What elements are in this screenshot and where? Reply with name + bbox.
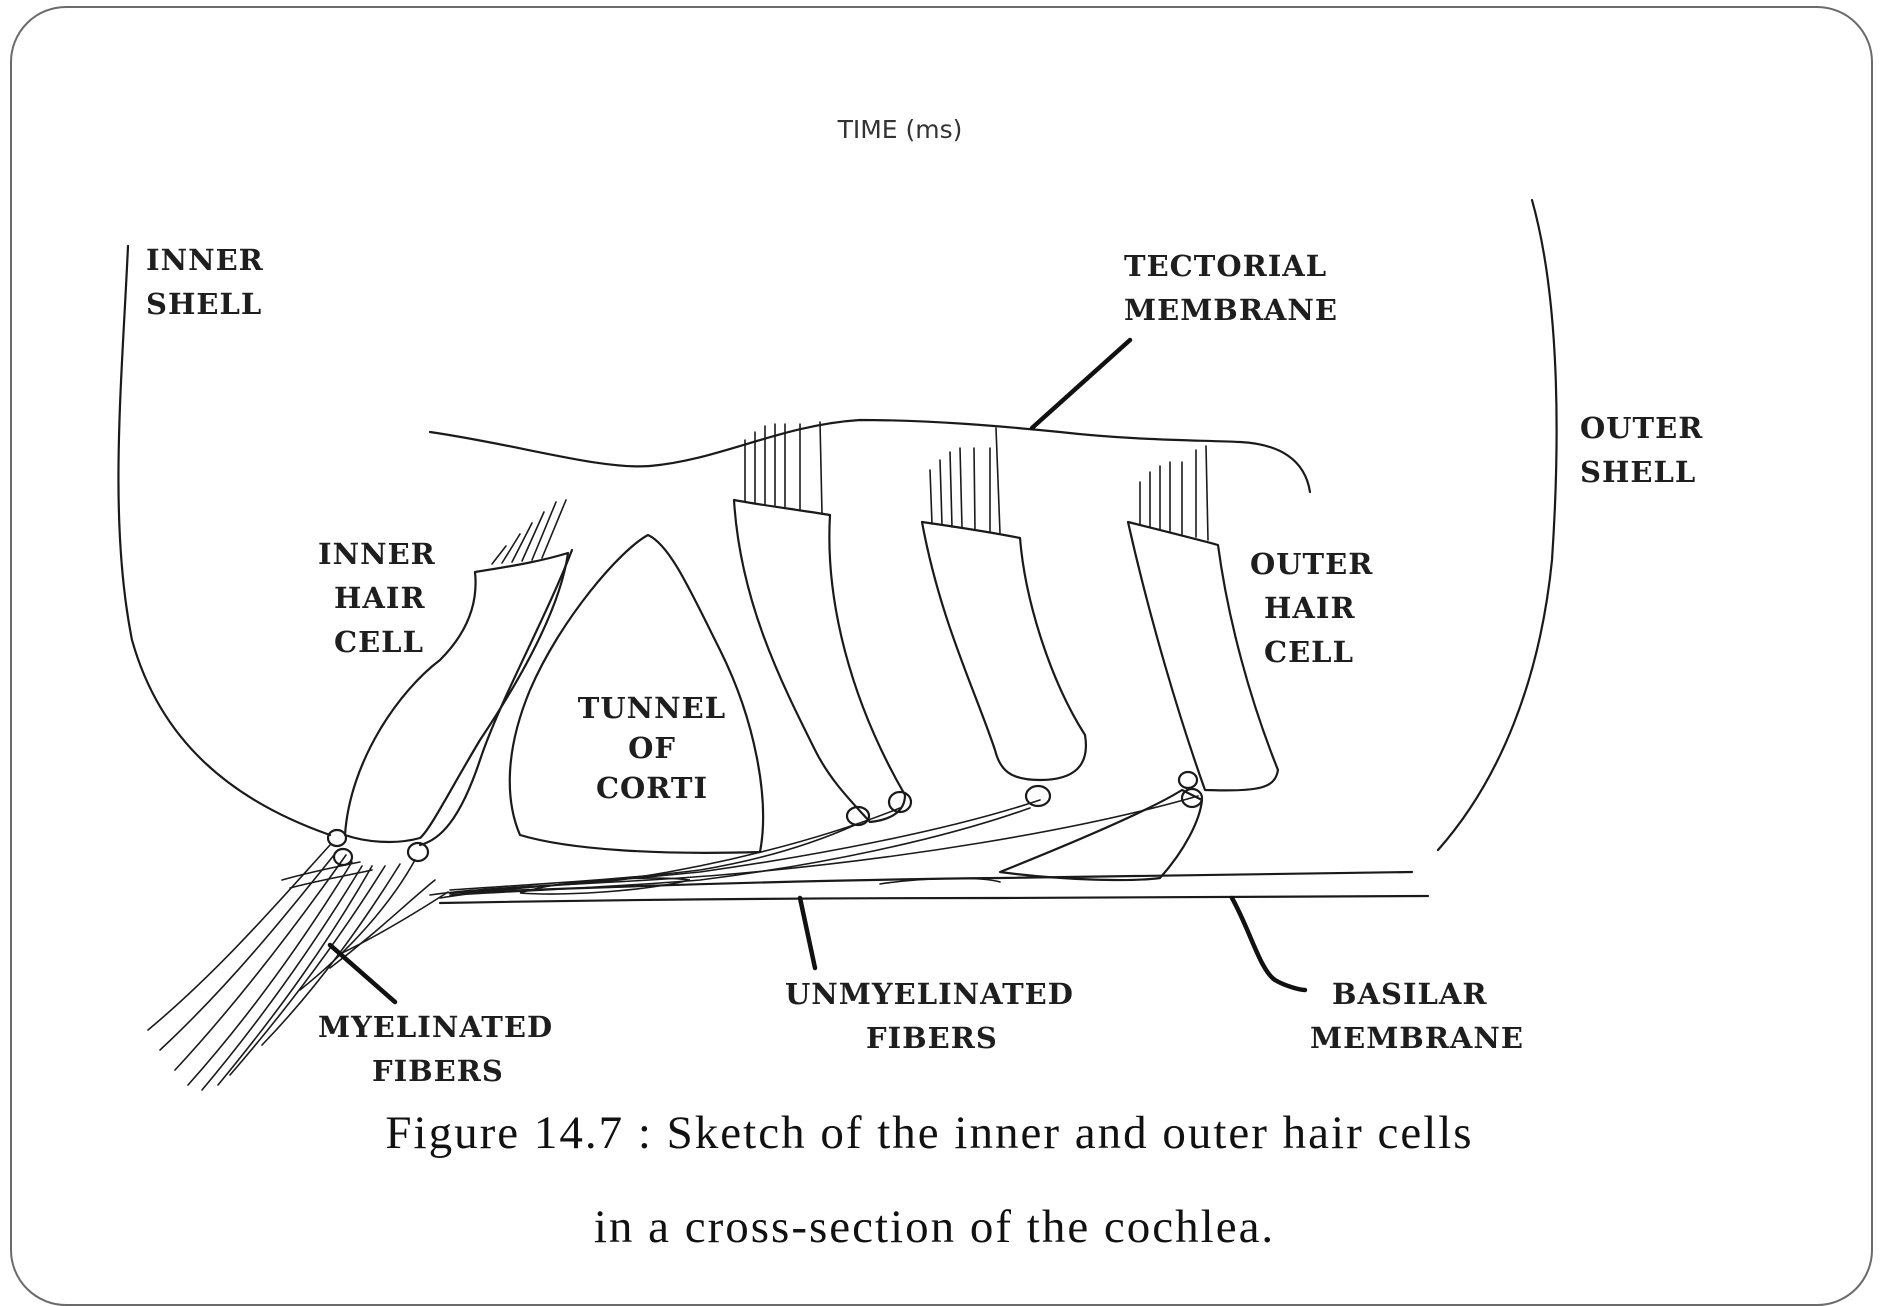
outer-hair-cell-1-stereocilia	[745, 422, 822, 514]
cochlea-diagram: TIME (ms)	[0, 0, 1889, 1274]
figure-caption-line-1: Figure 14.7 : Sketch of the inner and ou…	[0, 1106, 1889, 1160]
myelinated-fibers-leader	[330, 945, 395, 1002]
inner-pillar-line	[420, 550, 572, 845]
outer-hair-cell-2-stereocilia	[930, 428, 1000, 533]
tectorial-membrane	[430, 420, 1310, 492]
basilar-membrane-leader	[1232, 898, 1305, 990]
basilar-membrane-lower	[440, 896, 1428, 903]
inner-shell-outline	[118, 246, 330, 835]
outer-hair-cell-3-stereocilia	[1140, 446, 1208, 540]
unmyelinated-fibers	[430, 796, 1198, 898]
inner-hair-cell-stereocilia	[492, 500, 566, 564]
unmyelinated-fibers-leader	[800, 898, 815, 968]
outer-shell-outline	[1438, 200, 1557, 850]
time-label: TIME (ms)	[837, 115, 963, 144]
outer-hair-cell-2	[922, 522, 1086, 780]
figure-caption-line-2: in a cross-section of the cochlea.	[0, 1200, 1889, 1254]
tectorial-membrane-leader	[1032, 340, 1130, 428]
